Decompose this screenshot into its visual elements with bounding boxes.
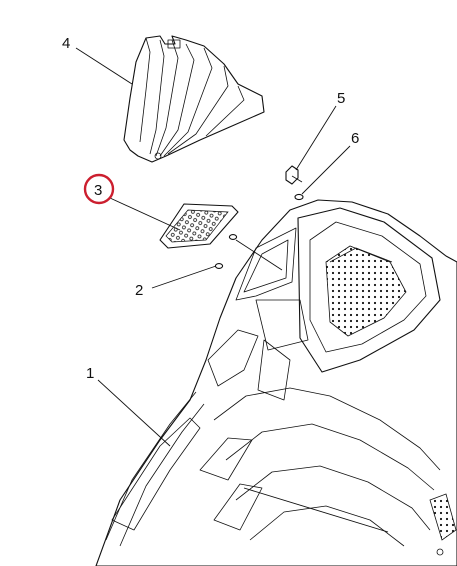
callout-5: 5 xyxy=(337,90,345,107)
callout-labels: 4 5 6 3 2 1 xyxy=(62,35,359,382)
callout-3: 3 xyxy=(94,182,102,199)
part-4-deflector xyxy=(123,35,265,163)
callout-6: 6 xyxy=(351,130,359,147)
leader-3 xyxy=(109,197,181,231)
callout-1: 1 xyxy=(86,365,94,382)
callout-4: 4 xyxy=(62,35,70,52)
leader-1b xyxy=(243,487,389,533)
leader-1 xyxy=(97,379,171,447)
part-5-screw xyxy=(285,165,303,185)
leader-2 xyxy=(151,265,217,289)
leader-2b xyxy=(235,239,283,271)
part-3-mesh-grille xyxy=(159,203,239,249)
callout-2: 2 xyxy=(135,282,143,299)
leader-5 xyxy=(295,105,337,171)
part-1-hood-body xyxy=(95,199,457,566)
part-6-washer xyxy=(294,193,304,201)
part-2-fasteners xyxy=(214,234,238,269)
leader-4 xyxy=(75,47,133,85)
leader-6 xyxy=(301,145,351,195)
leader-lines xyxy=(75,47,389,533)
callout-3-highlight-ring xyxy=(83,173,115,205)
